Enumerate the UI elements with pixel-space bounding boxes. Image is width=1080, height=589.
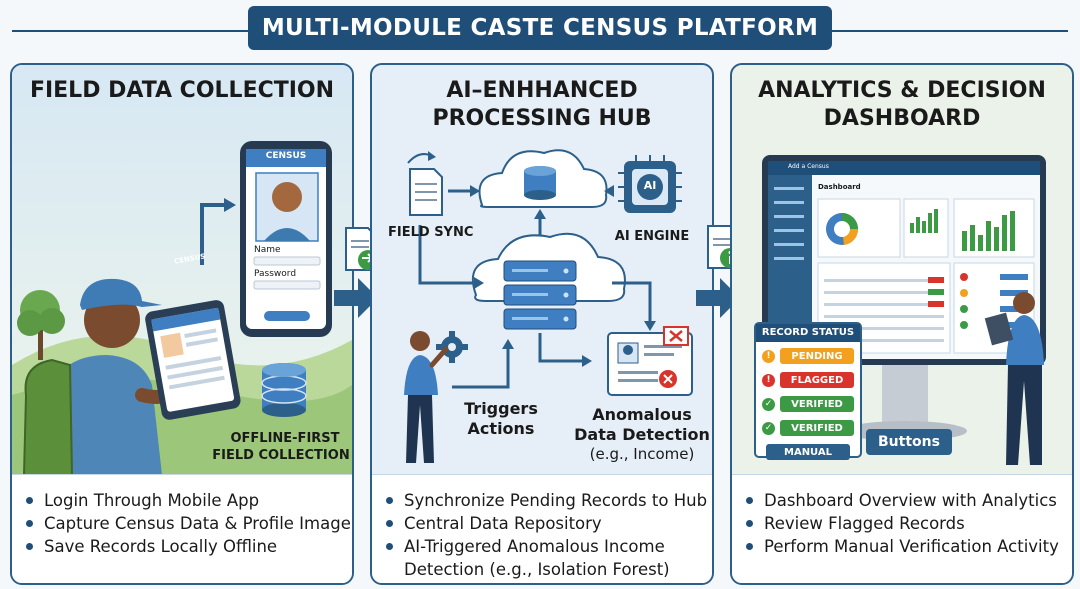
bullet-item: Perform Manual Verification Activity xyxy=(746,535,1072,558)
bullet-item: Synchronize Pending Records to Hub xyxy=(386,489,712,512)
record-status-card: RECORD STATUS ! PENDING ! FLAGGED ✓ VERI… xyxy=(754,322,862,460)
sync-arrow-icon xyxy=(200,203,232,265)
warning-icon: ! xyxy=(762,349,775,363)
status-row-flagged: ! FLAGGED xyxy=(762,370,854,390)
bullet-item: Login Through Mobile App xyxy=(26,489,352,512)
bullet-item: Central Data Repository xyxy=(386,512,712,535)
password-label: Password xyxy=(254,269,297,279)
bullet-item: Capture Census Data & Profile Image xyxy=(26,512,352,535)
phone-device xyxy=(240,141,332,337)
manual-button[interactable]: MANUAL xyxy=(766,444,850,460)
tablet-device xyxy=(145,300,241,420)
status-verified-badge[interactable]: VERIFIED xyxy=(780,420,854,436)
record-status-title: RECORD STATUS xyxy=(756,324,860,342)
panel-dashboard-heading-1: ANALYTICS & DECISION xyxy=(758,78,1046,103)
panel-analytics-dashboard: ANALYTICS & DECISION DASHBOARD xyxy=(730,63,1074,585)
offline-database-icon xyxy=(261,363,307,417)
panel-field-data-collection: FIELD DATA COLLECTION CENSUS Name Passwo… xyxy=(10,63,354,585)
anomaly-label-1: Anomalous xyxy=(592,405,692,424)
panel-field-bullets: Login Through Mobile App Capture Census … xyxy=(12,474,352,583)
panel-processing-hub: AI–ENHHANCED PROCESSING HUB xyxy=(370,63,714,585)
field-sync-label: FIELD SYNC xyxy=(388,225,474,240)
name-label: Name xyxy=(254,245,281,255)
ai-chip-icon xyxy=(618,155,682,213)
flow-arrow-icon xyxy=(334,278,378,318)
tree-icon xyxy=(17,290,65,360)
dashboard-app-name: Add a Census xyxy=(788,163,829,170)
status-flagged-badge[interactable]: FLAGGED xyxy=(780,372,854,388)
field-illustration xyxy=(12,65,352,475)
check-icon: ✓ xyxy=(762,421,775,435)
alert-icon: ! xyxy=(762,373,775,387)
dashboard-screen-title: Dashboard xyxy=(818,183,861,191)
ai-chip-text: AI xyxy=(643,179,657,192)
panel-hub-heading-2: PROCESSING HUB xyxy=(432,106,652,131)
panel-field-heading: FIELD DATA COLLECTION xyxy=(29,78,335,103)
cloud-database-icon xyxy=(478,149,608,208)
gear-icon xyxy=(436,331,468,363)
bullet-item: Save Records Locally Offline xyxy=(26,535,352,558)
buttons-label[interactable]: Buttons xyxy=(866,429,952,455)
panel-dashboard-heading-2: DASHBOARD xyxy=(823,106,981,131)
phone-title: CENSUS xyxy=(265,151,307,161)
field-worker xyxy=(22,278,204,475)
anomaly-label-2: Data Detection xyxy=(574,425,710,444)
anomaly-card-icon xyxy=(607,326,693,396)
panel-dashboard-bullets: Dashboard Overview with Analytics Review… xyxy=(732,474,1072,583)
status-row-pending: ! PENDING xyxy=(762,346,854,366)
server-cloud-icon xyxy=(471,232,626,330)
panel-hub-heading-1: AI–ENHHANCED xyxy=(446,78,638,103)
reviewer-person xyxy=(984,292,1044,465)
title-line-right xyxy=(832,30,1068,32)
status-row-verified: ✓ VERIFIED xyxy=(762,394,854,414)
page-title: MULTI-MODULE CASTE CENSUS PLATFORM xyxy=(248,6,832,50)
title-line-left xyxy=(12,30,248,32)
anomaly-label-3: (e.g., Income) xyxy=(589,445,695,463)
hub-diagram xyxy=(404,149,693,463)
triggers-label-1: Triggers xyxy=(464,399,538,418)
field-sync-document-icon xyxy=(407,151,443,216)
offline-label-2: FIELD COLLECTION xyxy=(212,448,350,463)
check-icon: ✓ xyxy=(762,397,775,411)
backpack-icon xyxy=(22,358,74,475)
offline-label-1: OFFLINE-FIRST xyxy=(230,431,340,446)
status-pending-badge[interactable]: PENDING xyxy=(780,348,854,364)
bullet-item: AI-Triggered Anomalous Income Detection … xyxy=(386,535,712,581)
triggers-label-2: Actions xyxy=(467,419,535,438)
ai-engine-label: AI ENGINE xyxy=(614,229,690,244)
status-row-verified: ✓ VERIFIED xyxy=(762,418,854,438)
bullet-item: Dashboard Overview with Analytics xyxy=(746,489,1072,512)
operator-person xyxy=(404,331,449,463)
panel-hub-bullets: Synchronize Pending Records to Hub Centr… xyxy=(372,474,712,583)
bullet-item: Review Flagged Records xyxy=(746,512,1072,535)
status-verified-badge[interactable]: VERIFIED xyxy=(780,396,854,412)
